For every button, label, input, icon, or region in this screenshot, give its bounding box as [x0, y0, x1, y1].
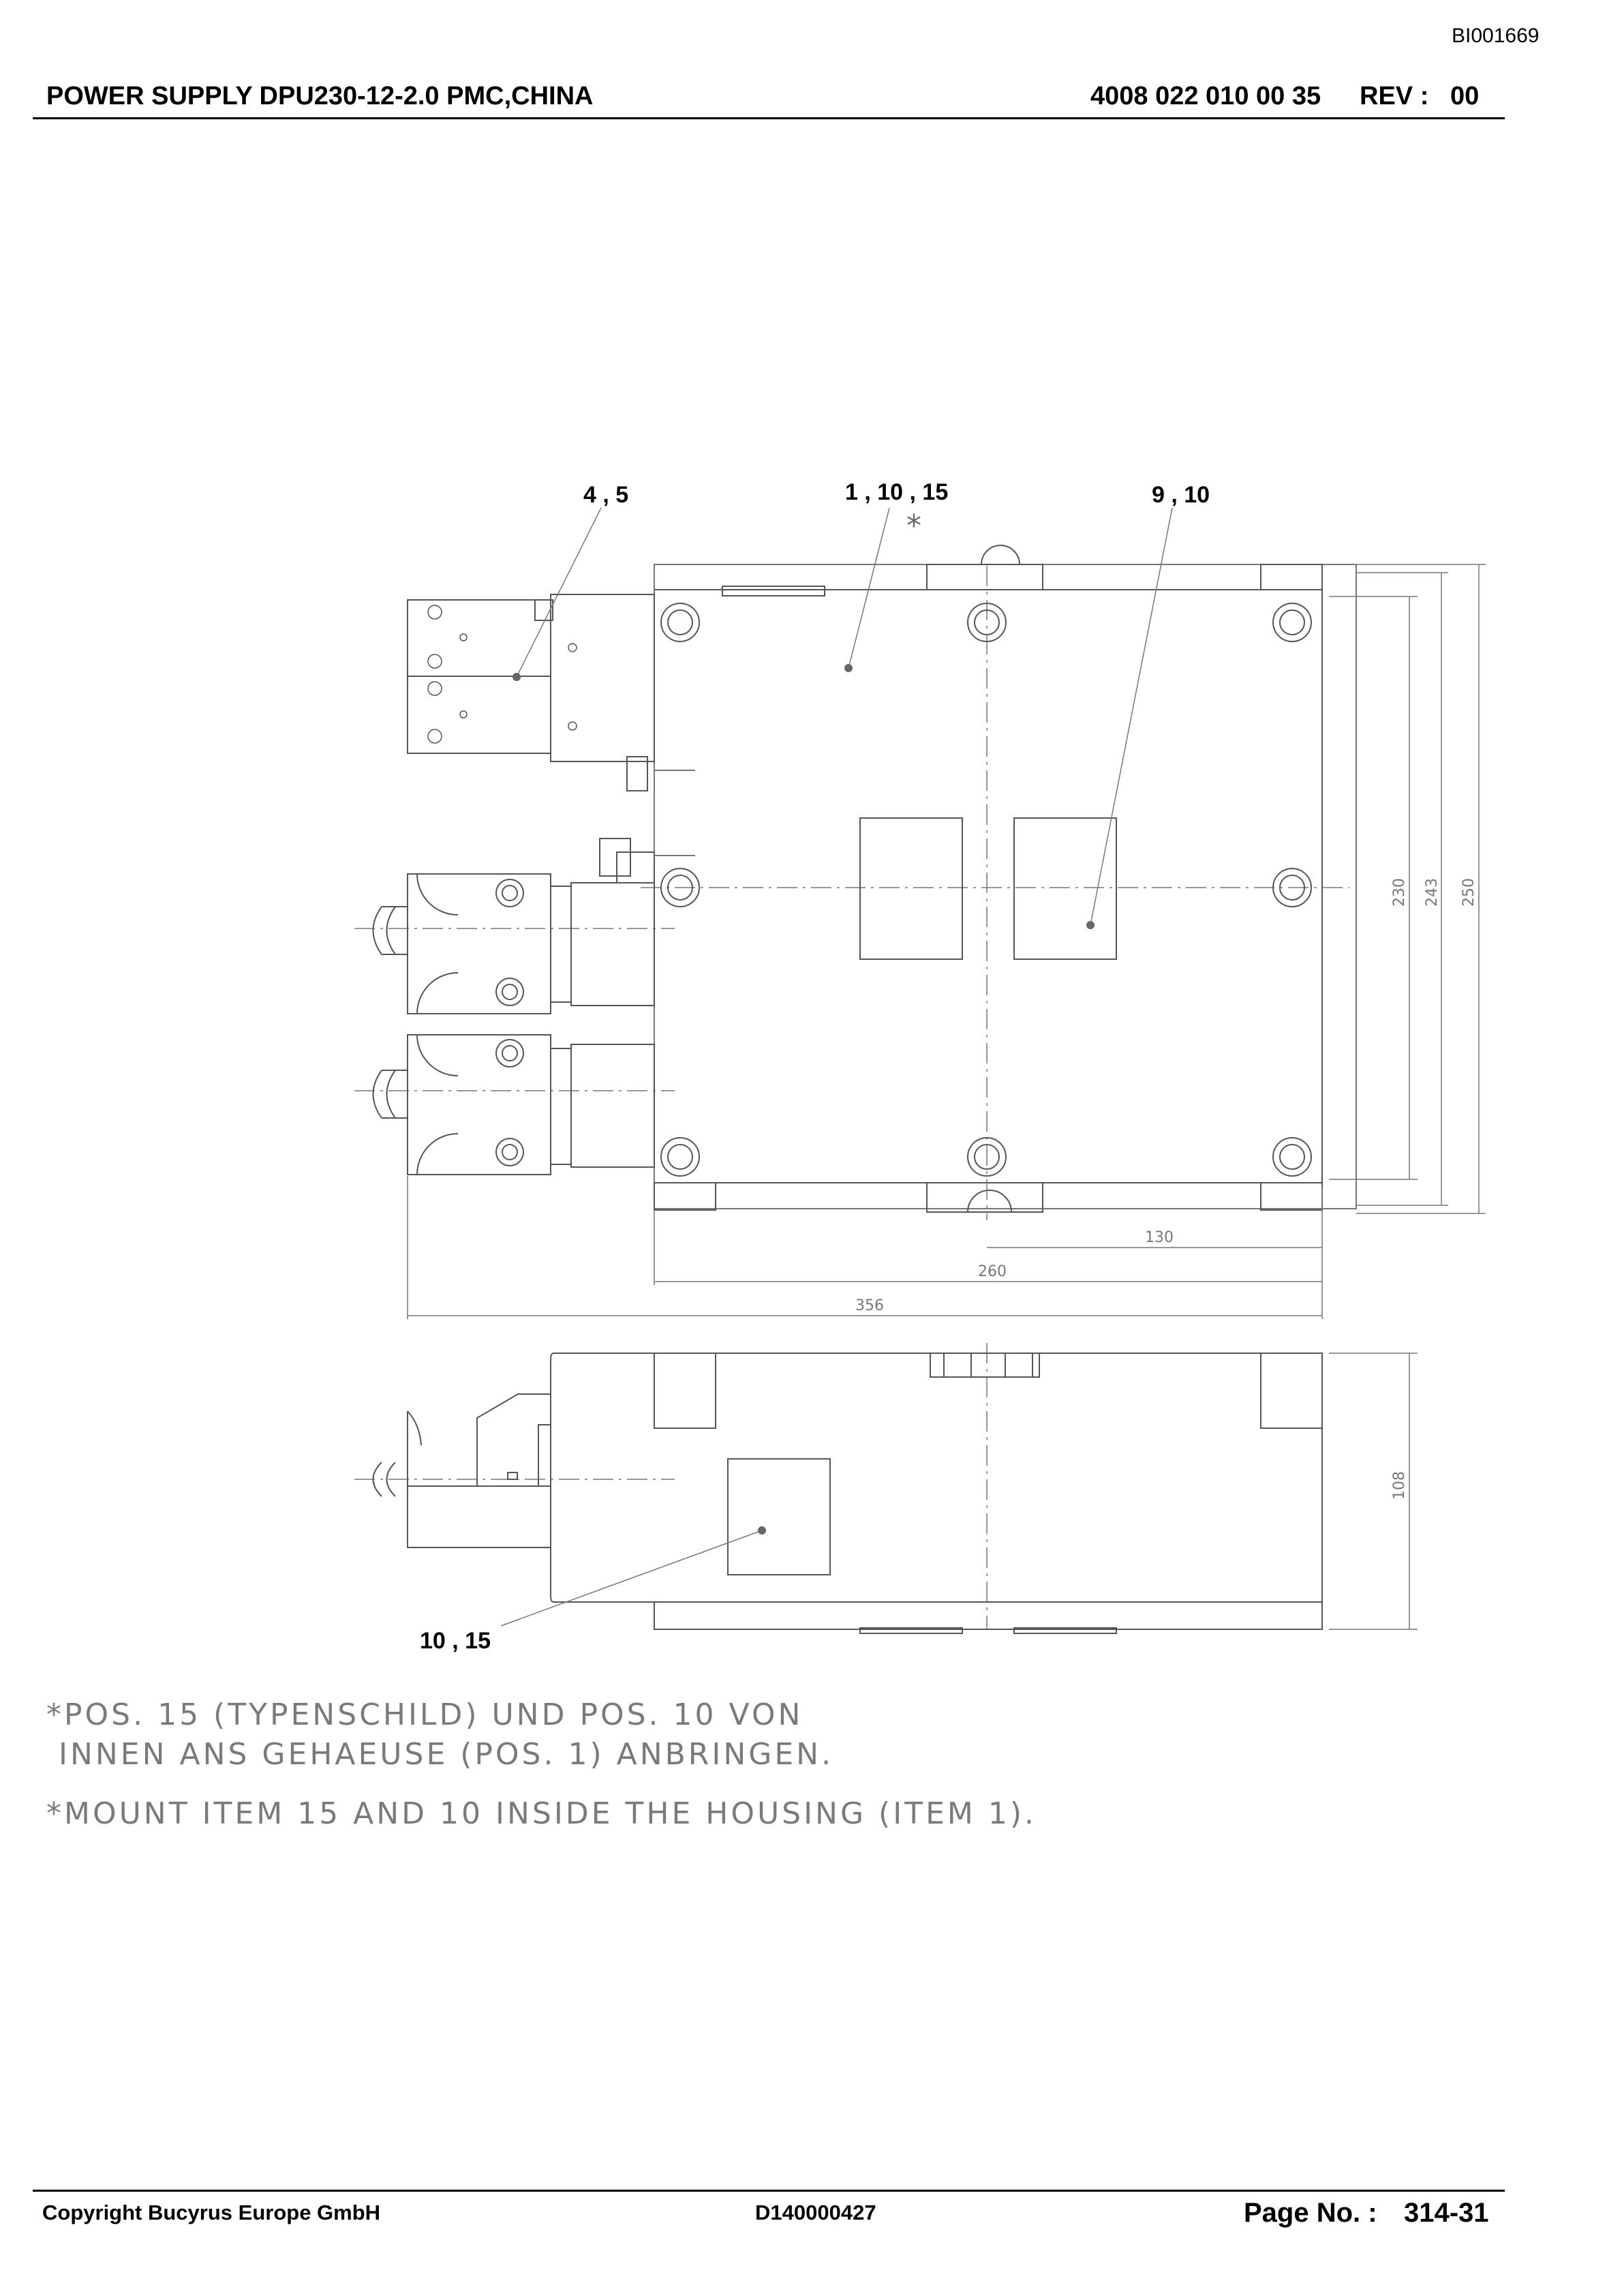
- dim-130: 130: [1145, 1229, 1174, 1246]
- side-view: [372, 1353, 1418, 1634]
- housing-outline: [654, 589, 1323, 1183]
- footer-page-number: 314-31: [1404, 2198, 1489, 2228]
- callout-10-15: 10 , 15: [420, 1628, 491, 1654]
- asterisk-marker: *: [906, 509, 921, 543]
- dim-260: 260: [978, 1263, 1007, 1280]
- side-plate: [727, 1458, 831, 1575]
- inner-plate-left: [859, 817, 963, 960]
- revision: REV : 00: [1360, 82, 1479, 111]
- callout-9-10: 9 , 10: [1152, 482, 1210, 508]
- note-english: *MOUNT ITEM 15 AND 10 INSIDE THE HOUSING…: [46, 1796, 1037, 1831]
- part-number: 4008 022 010 00 35: [1090, 82, 1321, 110]
- header-rule: [33, 117, 1505, 119]
- footer-doc-number: D140000427: [755, 2201, 876, 2224]
- dim-250: 250: [1460, 878, 1478, 907]
- dim-243: 243: [1424, 878, 1441, 907]
- footer-copyright: Copyright Bucyrus Europe GmbH: [42, 2201, 381, 2224]
- callout-1-10-15: 1 , 10 , 15: [845, 479, 948, 505]
- leader-lines: [500, 507, 1173, 1627]
- dim-356: 356: [855, 1297, 884, 1314]
- note-german-line-1: *POS. 15 (TYPENSCHILD) UND POS. 10 VON: [46, 1697, 804, 1732]
- document-code: BI001669: [1452, 25, 1540, 47]
- dim-230: 230: [1391, 878, 1408, 907]
- dim-108: 108: [1391, 1471, 1408, 1500]
- top-view: [354, 545, 1486, 1629]
- revision-value: 00: [1450, 82, 1480, 110]
- footer-rule: [33, 2190, 1505, 2192]
- page-title: POWER SUPPLY DPU230-12-2.0 PMC,CHINA: [46, 82, 594, 110]
- revision-label: REV :: [1360, 82, 1429, 110]
- bolt-holes: [660, 603, 1312, 1177]
- note-german-line-2: INNEN ANS GEHAEUSE (POS. 1) ANBRINGEN.: [46, 1737, 834, 1772]
- inner-plate-right: [1013, 817, 1117, 960]
- callout-4-5: 4 , 5: [583, 482, 628, 508]
- footer-page-label: Page No. :: [1244, 2198, 1377, 2228]
